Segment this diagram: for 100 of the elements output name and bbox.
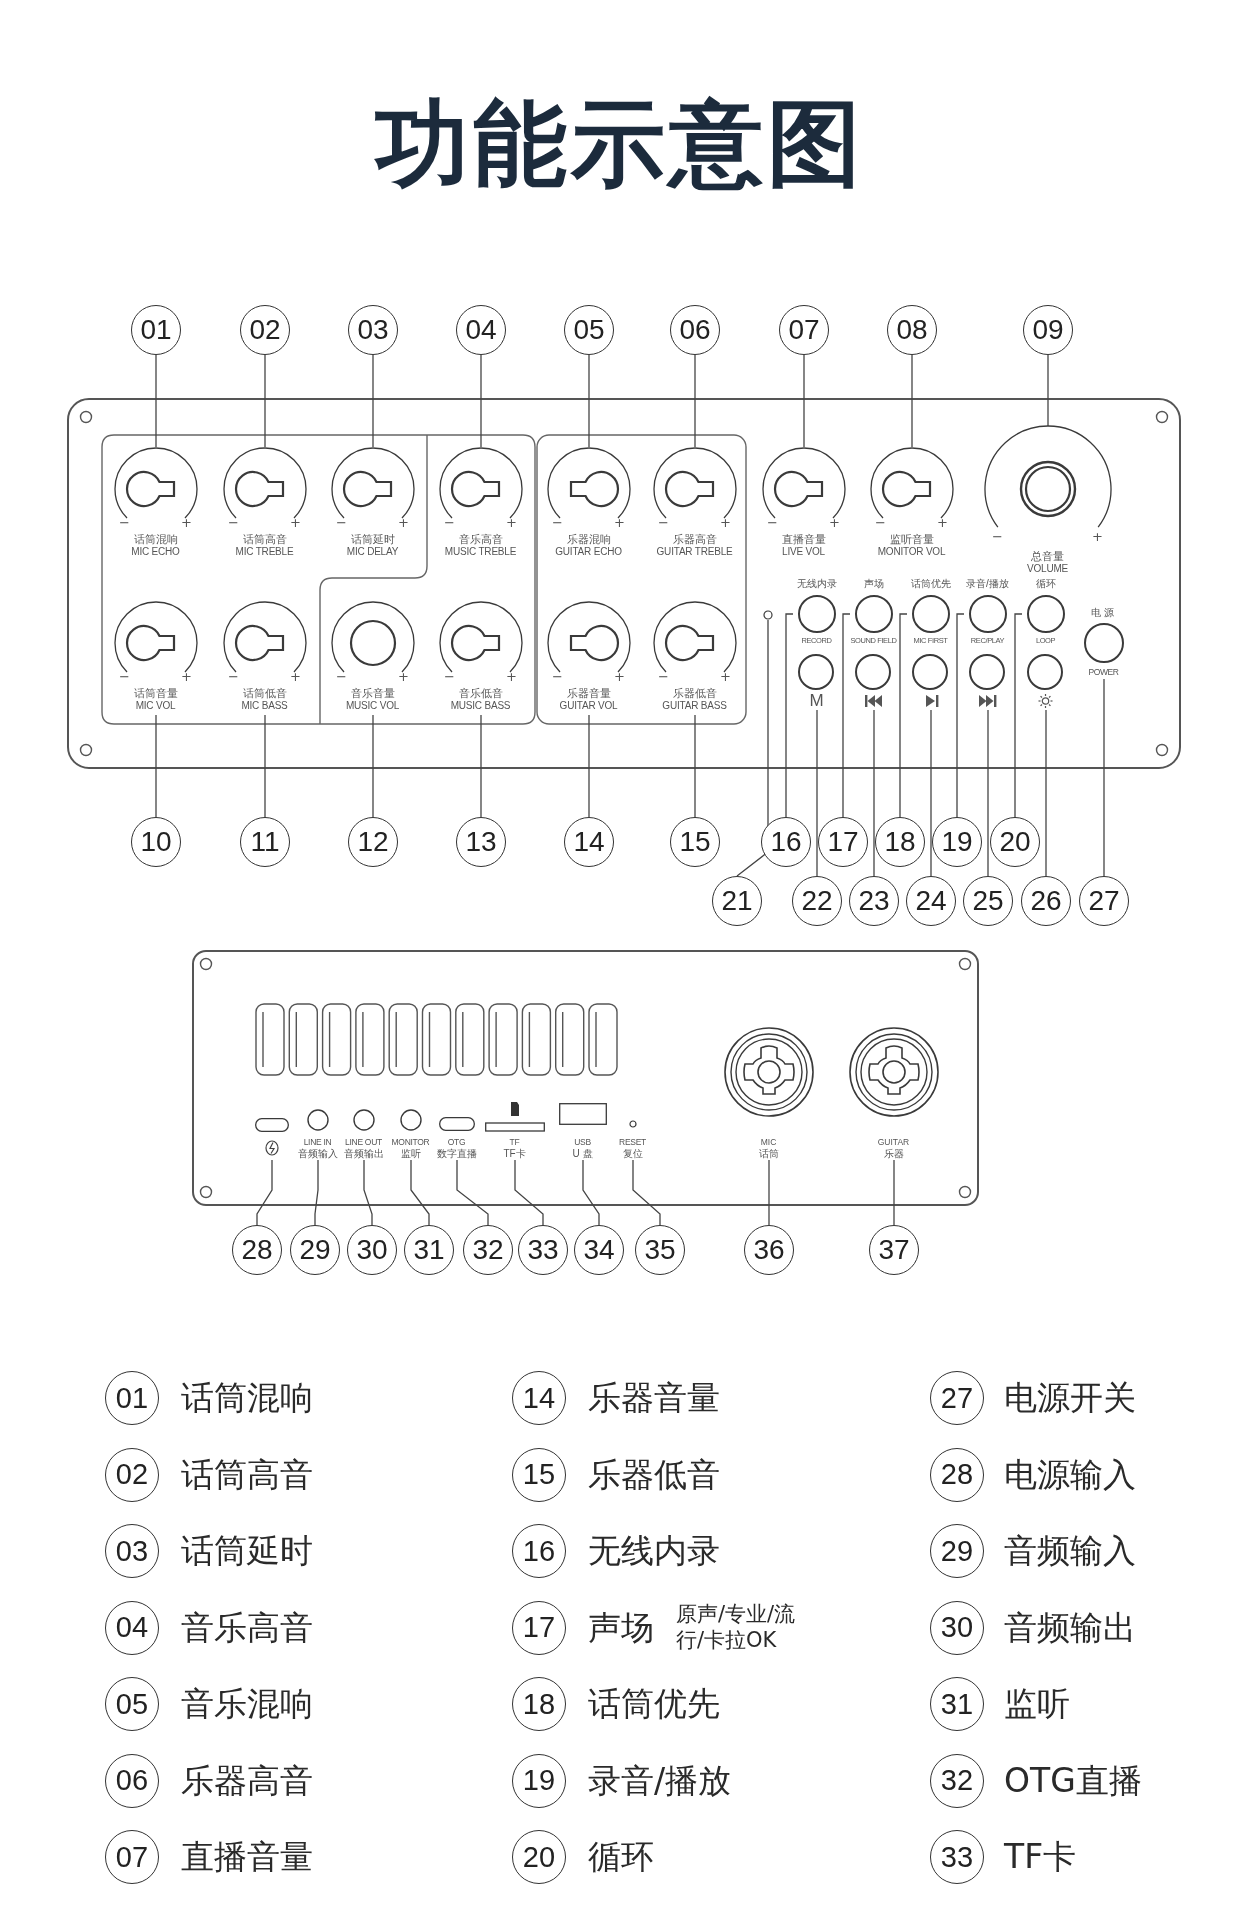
callout-number: 25 [963, 876, 1013, 926]
minus-mark: − [335, 515, 348, 530]
port-label: MIC [760, 1135, 777, 1148]
key-label: 录音/播放 [588, 1760, 732, 1801]
minus-mark: − [118, 515, 131, 530]
plus-mark: + [289, 669, 302, 684]
callout-number: 13 [456, 817, 506, 867]
button-label: POWER [1088, 665, 1119, 678]
button-label: 声场 [863, 577, 884, 590]
leader-line [480, 714, 482, 818]
callout-number: 06 [670, 305, 720, 355]
callout-number: 18 [875, 817, 925, 867]
port-label: OTG [447, 1135, 466, 1148]
callout-number: 05 [564, 305, 614, 355]
port-label: 监听 [400, 1147, 421, 1160]
minus-mark: − [551, 515, 564, 530]
minus-mark: − [551, 669, 564, 684]
key-note: 原声/专业/流行/卡拉OK [676, 1600, 797, 1653]
control-label: 话筒音量 [133, 686, 178, 699]
plus-mark: + [505, 515, 518, 530]
leader-line [314, 1159, 319, 1226]
leader-line [816, 709, 818, 877]
control-label: 直播音量 [781, 532, 826, 545]
callout-number: 07 [779, 305, 829, 355]
plus-mark: + [397, 515, 410, 530]
minus-mark: − [991, 529, 1004, 544]
control-label: 话筒高音 [242, 532, 287, 545]
minus-mark: − [118, 669, 131, 684]
minus-mark: − [657, 515, 670, 530]
push-button [849, 577, 898, 646]
control-label: GUITAR VOL [559, 699, 618, 712]
control-label: MUSIC TREBLE [444, 545, 517, 558]
control-label: 乐器混响 [566, 532, 611, 545]
key-label: 话筒优先 [588, 1684, 720, 1724]
port-label: TF [509, 1135, 520, 1148]
leader-line [264, 714, 266, 818]
callout-number: 33 [518, 1225, 568, 1275]
control-panel [67, 398, 1181, 769]
leader-line [768, 1159, 770, 1226]
leader-line [155, 714, 157, 818]
leader-line [480, 354, 482, 448]
button-label: 无线内录 [796, 577, 837, 590]
key-label: 话筒混响 [181, 1378, 313, 1418]
plus-mark: + [936, 515, 949, 530]
control-label: MONITOR VOL [877, 545, 946, 558]
control-label: MUSIC VOL [345, 699, 400, 712]
leader-line [1014, 613, 1023, 818]
key-label: 乐器音量 [588, 1378, 720, 1418]
callout-number: 20 [990, 817, 1040, 867]
control-label: LIVE VOL [782, 545, 825, 558]
leader-line [456, 1159, 489, 1226]
key-label: 音频输入 [1004, 1531, 1136, 1571]
control-label: 音乐高音 [458, 532, 503, 545]
leader-line [1047, 354, 1049, 427]
key-label: 声场 [588, 1607, 654, 1648]
callout-number: 10 [131, 817, 181, 867]
leader-line [410, 1159, 430, 1226]
leader-line [256, 1159, 273, 1226]
key-label: OTG直播 [1004, 1760, 1142, 1801]
minus-mark: − [443, 669, 456, 684]
leader-line [372, 714, 374, 818]
leader-line [372, 354, 374, 448]
control-label: 音乐音量 [350, 686, 395, 699]
port-label: LINE IN [303, 1135, 332, 1148]
plus-mark: + [828, 515, 841, 530]
plus-mark: + [289, 515, 302, 530]
callout-number: 17 [818, 817, 868, 867]
port-label: 乐器 [883, 1147, 904, 1160]
port-label: GUITAR [877, 1135, 910, 1148]
leader-line [893, 1159, 895, 1226]
push-button [854, 653, 893, 710]
control-label: 话筒混响 [133, 532, 178, 545]
key-label: 无线内录 [588, 1531, 720, 1571]
callout-number: 37 [869, 1225, 919, 1275]
leader-line [588, 714, 590, 818]
leader-line [632, 1159, 661, 1226]
control-label: MIC BASS [241, 699, 288, 712]
callout-number: 03 [348, 305, 398, 355]
port-label: 数字直播 [436, 1147, 477, 1160]
push-button [963, 577, 1012, 646]
port-label: RESET [619, 1135, 646, 1148]
rear-panel [192, 950, 979, 1206]
port-label: U 盘 [572, 1147, 593, 1160]
leader-line [803, 354, 805, 448]
minus-mark: − [227, 669, 240, 684]
callout-number: 26 [1021, 876, 1071, 926]
callout-number: 34 [574, 1225, 624, 1275]
leader-line [588, 354, 590, 448]
control-label: 总音量 [1031, 549, 1064, 562]
port-label: LINE OUT [345, 1135, 382, 1148]
control-label: MIC ECHO [131, 545, 180, 558]
control-label: 话筒延时 [350, 532, 395, 545]
leader-line [987, 709, 989, 877]
callout-number: 31 [404, 1225, 454, 1275]
leader-line [264, 354, 266, 448]
key-label: 监听 [1004, 1684, 1070, 1724]
leader-line [514, 1159, 544, 1226]
callout-number: 09 [1023, 305, 1073, 355]
plus-mark: + [719, 515, 732, 530]
control-label: 监听音量 [889, 532, 934, 545]
